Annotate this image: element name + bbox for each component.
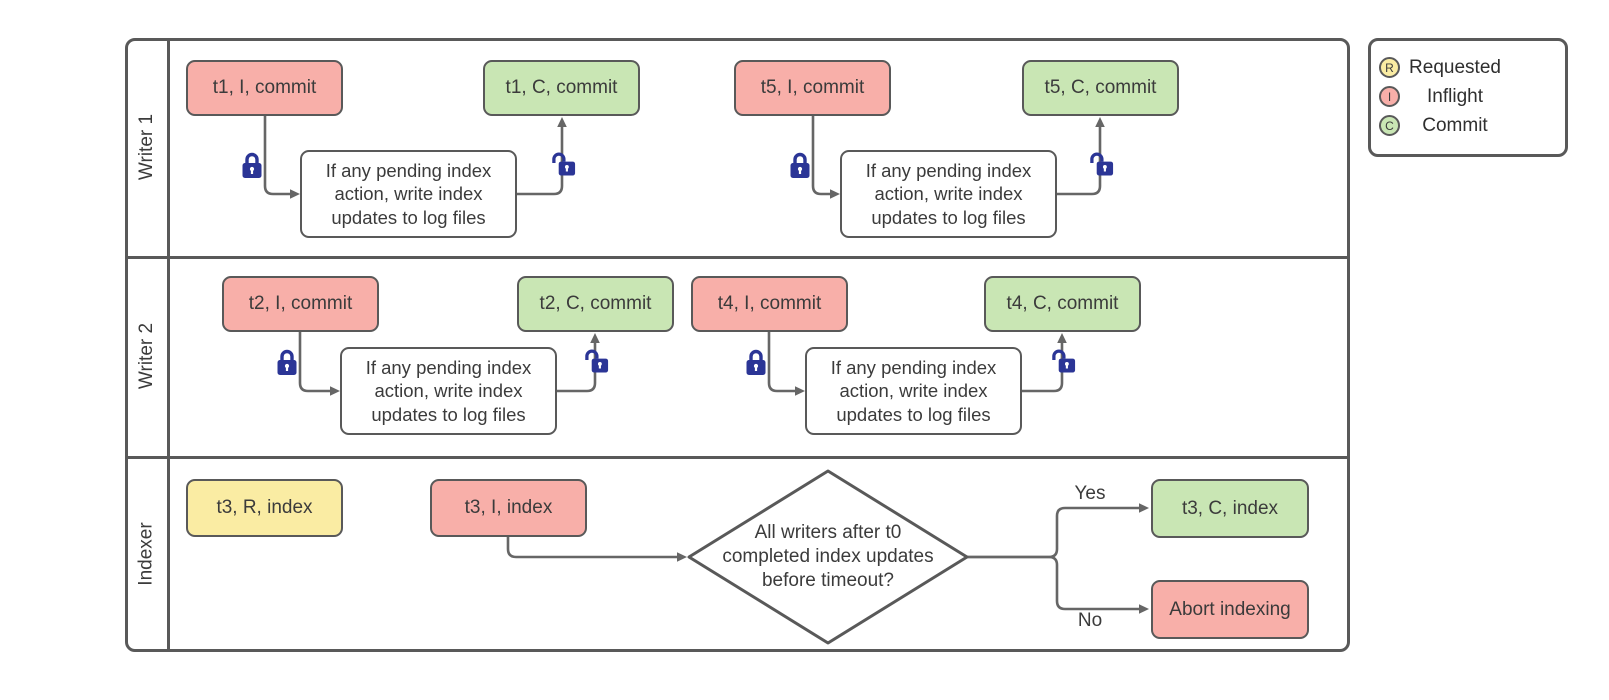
open-lock-icon <box>1089 149 1115 178</box>
legend: R Requested I Inflight C Commit <box>1368 38 1568 157</box>
legend-item-commit: C Commit <box>1371 111 1565 140</box>
legend-label-requested: Requested <box>1409 56 1501 78</box>
lane-divider-writer2-indexer <box>127 456 1348 459</box>
node-process-writer2-t4: If any pending index action, write index… <box>805 347 1022 435</box>
node-t2-commit: t2, C, commit <box>517 276 674 332</box>
lane-label-indexer: Indexer <box>127 456 167 652</box>
decision-text: All writers after t0 completed index upd… <box>722 522 934 591</box>
node-t4-inflight: t4, I, commit <box>691 276 848 332</box>
lane-header-divider <box>167 40 170 650</box>
branch-label-yes: Yes <box>1074 483 1106 504</box>
node-t1-inflight: t1, I, commit <box>186 60 343 116</box>
lane-divider-writer1-writer2 <box>127 256 1348 259</box>
closed-lock-icon <box>275 348 299 377</box>
open-lock-icon <box>551 149 577 178</box>
legend-item-inflight: I Inflight <box>1371 82 1565 111</box>
legend-label-inflight: Inflight <box>1427 85 1483 107</box>
node-t3-requested: t3, R, index <box>186 479 343 537</box>
node-t1-commit: t1, C, commit <box>483 60 640 116</box>
node-process-writer1-t5: If any pending index action, write index… <box>840 150 1057 238</box>
branch-label-no: No <box>1077 610 1103 631</box>
node-t4-commit: t4, C, commit <box>984 276 1141 332</box>
requested-state-icon: R <box>1379 57 1400 78</box>
node-t5-commit: t5, C, commit <box>1022 60 1179 116</box>
node-abort-indexing: Abort indexing <box>1151 580 1309 639</box>
node-t3-commit: t3, C, index <box>1151 479 1309 538</box>
closed-lock-icon <box>788 151 812 180</box>
lane-label-writer1-text: Writer 1 <box>136 113 158 181</box>
lane-label-writer1: Writer 1 <box>127 38 167 256</box>
node-process-writer1-t1: If any pending index action, write index… <box>300 150 517 238</box>
node-t3-inflight: t3, I, index <box>430 479 587 537</box>
node-t2-inflight: t2, I, commit <box>222 276 379 332</box>
lane-label-writer2-text: Writer 2 <box>136 322 158 390</box>
node-t5-inflight: t5, I, commit <box>734 60 891 116</box>
node-process-writer2-t2: If any pending index action, write index… <box>340 347 557 435</box>
closed-lock-icon <box>744 348 768 377</box>
lane-label-writer2: Writer 2 <box>127 256 167 456</box>
commit-state-icon: C <box>1379 115 1400 136</box>
closed-lock-icon <box>240 151 264 180</box>
legend-label-commit: Commit <box>1422 114 1488 136</box>
inflight-state-icon: I <box>1379 86 1400 107</box>
lane-label-indexer-text: Indexer <box>136 522 157 586</box>
legend-item-requested: R Requested <box>1371 53 1565 82</box>
open-lock-icon <box>584 346 610 375</box>
open-lock-icon <box>1051 346 1077 375</box>
